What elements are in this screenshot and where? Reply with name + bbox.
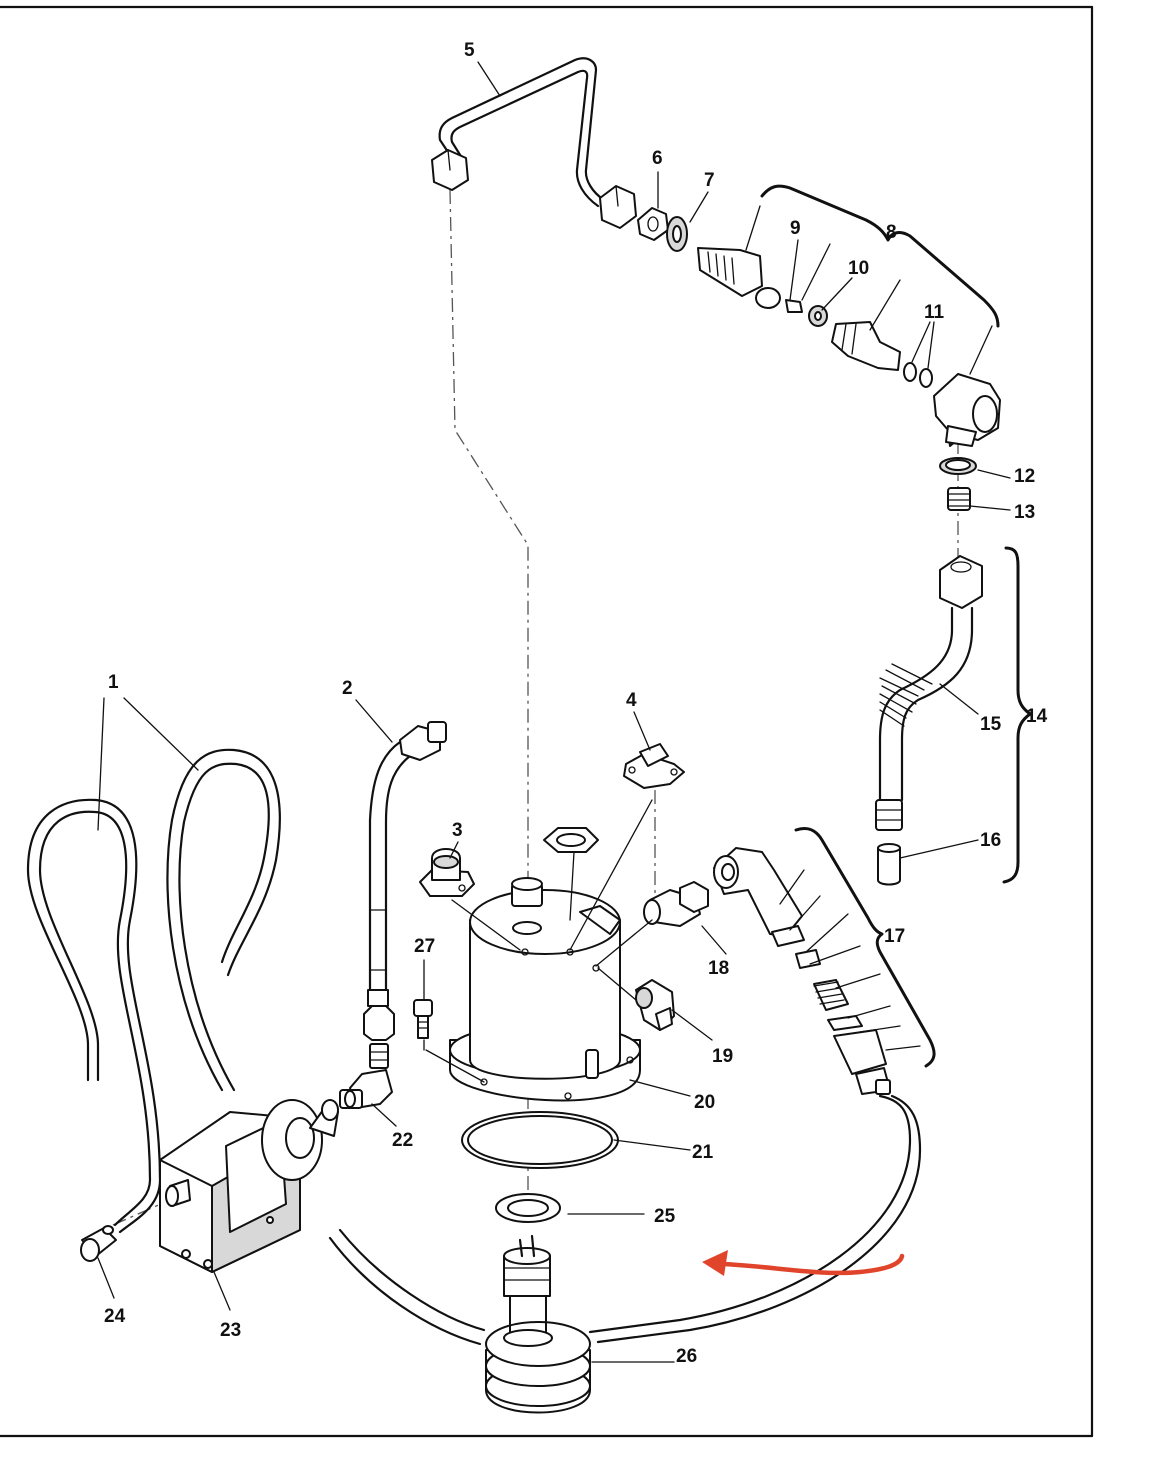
elbow-22 (339, 1069, 393, 1109)
flex-hose-assembly (875, 555, 983, 886)
valve-assembly-17 (713, 847, 891, 1095)
diagram-frame (0, 5, 1094, 1438)
highlight-arrow (702, 1250, 905, 1276)
label-part-27: 27 (414, 936, 435, 957)
upper-tube (431, 57, 637, 229)
label-part-5: 5 (464, 40, 475, 61)
label-part-13: 13 (1014, 502, 1035, 523)
label-part-18: 18 (708, 958, 729, 979)
gasket-25 (495, 1193, 561, 1223)
label-part-24: 24 (104, 1306, 126, 1327)
boiler-20 (449, 877, 641, 1102)
pump-23 (159, 1099, 339, 1273)
label-part-9: 9 (790, 218, 801, 239)
label-part-7: 7 (704, 170, 715, 191)
label-part-17: 17 (884, 926, 905, 947)
thermostat-clip-4 (623, 743, 685, 789)
leader-lines (97, 61, 1011, 1363)
label-part-10: 10 (848, 258, 869, 279)
label-part-8: 8 (886, 222, 897, 243)
insert-13 (947, 487, 971, 511)
part-labels: 1 2 3 4 5 6 7 8 9 10 11 12 13 14 15 16 1… (104, 40, 1048, 1367)
label-part-15: 15 (980, 714, 1002, 735)
label-part-4: 4 (626, 690, 637, 711)
label-part-11: 11 (924, 302, 945, 323)
label-part-26: 26 (676, 1346, 697, 1367)
lock-washer-7 (666, 216, 688, 252)
label-part-20: 20 (694, 1092, 715, 1113)
label-part-19: 19 (712, 1046, 733, 1067)
label-part-6: 6 (652, 148, 663, 169)
tube-clip-24 (80, 1225, 117, 1262)
label-part-25: 25 (654, 1206, 676, 1227)
label-part-12: 12 (1014, 466, 1035, 487)
heating-element-26 (485, 1234, 591, 1414)
bottom-hoses (328, 1094, 922, 1346)
label-part-23: 23 (220, 1320, 241, 1341)
gasket-21 (461, 1111, 619, 1169)
washer-12 (939, 457, 977, 475)
label-part-22: 22 (392, 1130, 413, 1151)
label-part-2: 2 (342, 678, 353, 699)
thermostat-3 (419, 848, 475, 897)
fitting-18 (643, 881, 709, 927)
label-part-3: 3 (452, 820, 463, 841)
label-part-1: 1 (108, 672, 119, 693)
group-brackets (760, 184, 1032, 1068)
label-part-16: 16 (980, 830, 1001, 851)
screw-27 (413, 999, 433, 1039)
clip-19 (635, 979, 675, 1031)
label-part-14: 14 (1026, 706, 1048, 727)
nut-6 (637, 207, 669, 241)
valve-fitting (697, 247, 1001, 447)
pipe-2 (363, 721, 447, 1069)
label-part-21: 21 (692, 1142, 714, 1163)
boiler-nut (543, 827, 599, 853)
